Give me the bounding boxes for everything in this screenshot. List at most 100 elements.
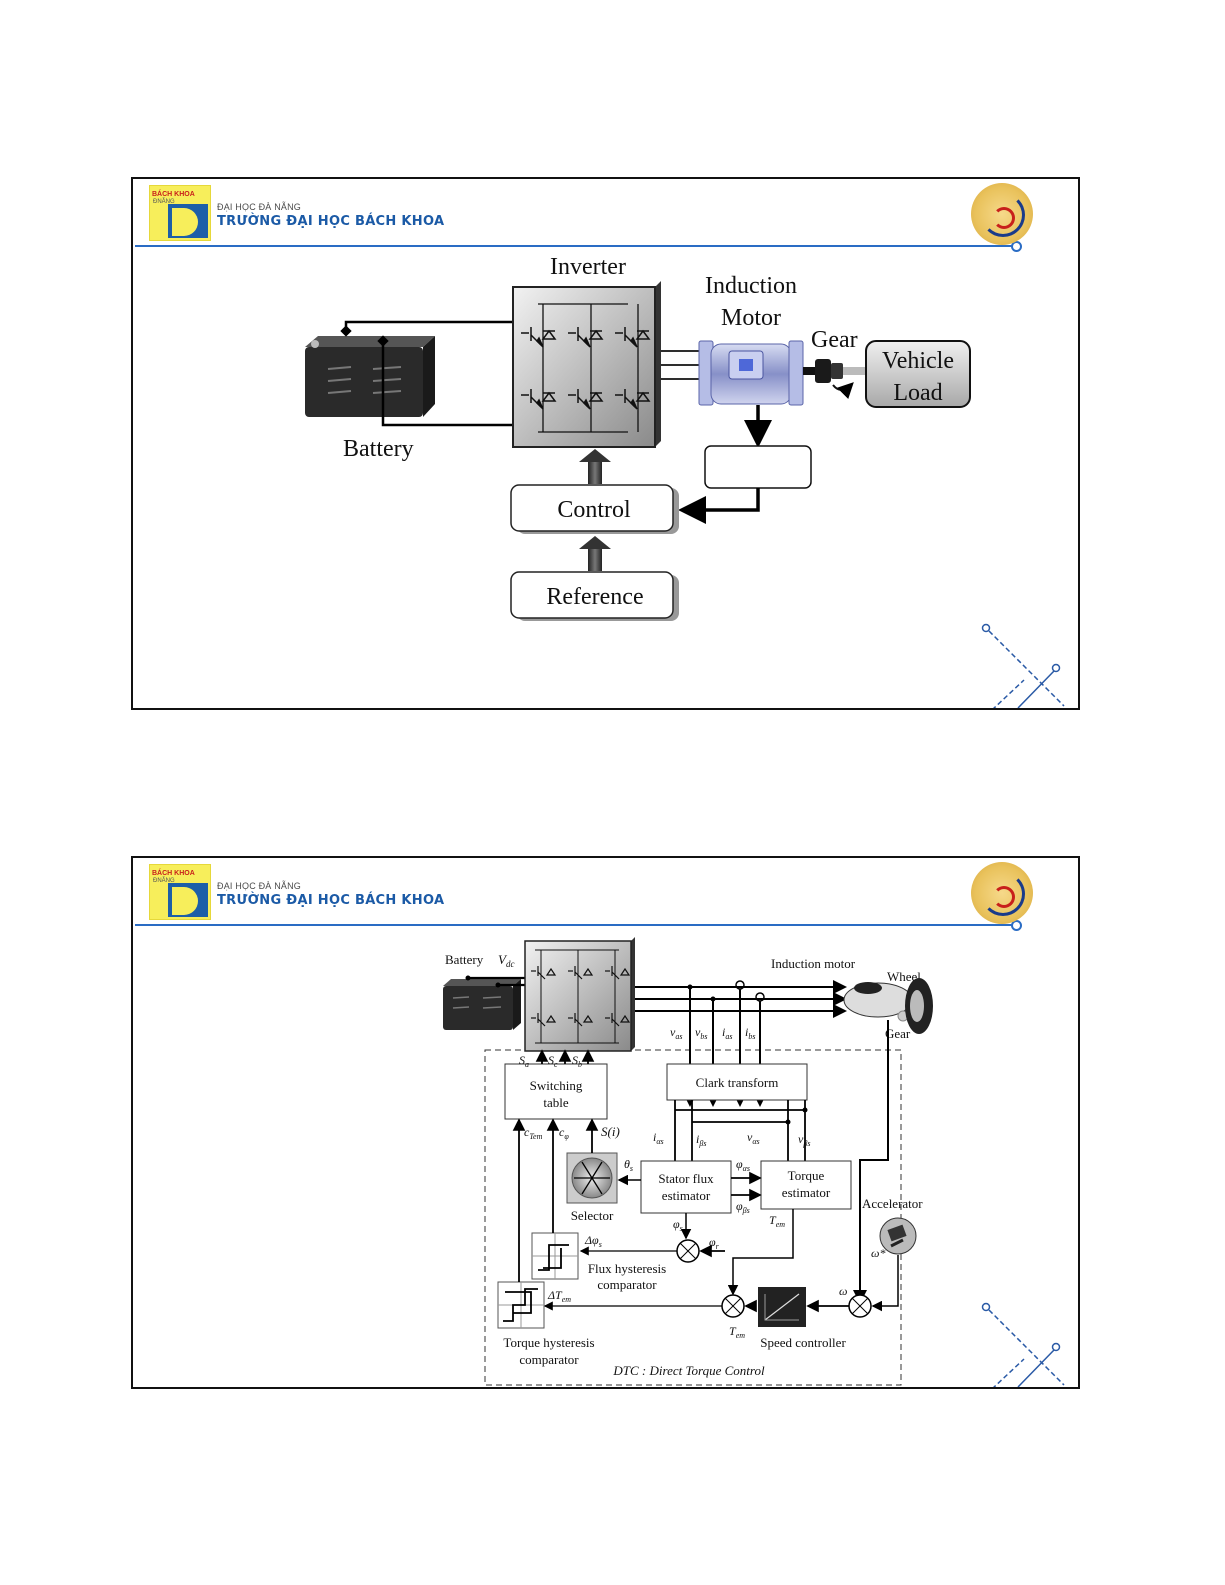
inverter-block: [524, 937, 635, 1052]
torque-summing-junction-icon: [721, 1294, 745, 1318]
svg-text:vas: vas: [670, 1025, 682, 1041]
svg-text:estimator: estimator: [782, 1185, 831, 1200]
torque-hysteresis-comparator-icon: [497, 1281, 545, 1329]
flux-hysteresis-label-1: Flux hysteresis: [588, 1261, 666, 1276]
gear-label: Gear: [811, 327, 858, 353]
university-name: ĐẠI HỌC ĐÀ NẴNG: [217, 881, 302, 891]
svg-text:Sa: Sa: [519, 1053, 529, 1069]
accelerator-pedal-icon: [879, 1217, 917, 1255]
svg-text:Stator flux: Stator flux: [658, 1171, 714, 1186]
wheel-icon: [905, 978, 933, 1034]
flux-summing-junction-icon: [676, 1239, 700, 1263]
induction-motor-label: Induction motor: [771, 956, 856, 971]
inverter-control-arrow-icon: [579, 449, 611, 484]
svg-text:vβs: vβs: [798, 1132, 810, 1148]
svg-text:ω*: ω*: [871, 1246, 885, 1260]
svg-text:vbs: vbs: [695, 1025, 707, 1041]
school-name: TRƯỜNG ĐẠI HỌC BÁCH KHOA: [217, 893, 445, 908]
inverter-block: [512, 281, 661, 448]
school-logo: BÁCH KHOA ĐNẴNG: [149, 864, 211, 920]
svg-text:iβs: iβs: [696, 1132, 706, 1148]
corner-decoration-icon: [981, 623, 1065, 708]
svg-text:Sb: Sb: [572, 1053, 582, 1069]
battery-icon: [443, 979, 521, 1030]
svg-text:θs: θs: [624, 1157, 633, 1173]
motor-label-2: Motor: [721, 305, 781, 331]
svg-text:Tem: Tem: [729, 1324, 745, 1340]
corner-decoration-icon: [981, 1302, 1065, 1387]
svg-text:Clark transform: Clark transform: [696, 1075, 779, 1090]
university-seal-icon: [971, 862, 1033, 924]
induction-motor-icon: [843, 982, 913, 1022]
slide-1: BÁCH KHOA ĐNẴNG ĐẠI HỌC ĐÀ NẴNG TRƯỜNG Đ…: [131, 177, 1080, 710]
sector-selector-icon: [566, 1152, 618, 1204]
svg-text:S(i): S(i): [601, 1124, 620, 1139]
dtc-diagram: Battery Vdc: [443, 937, 933, 1386]
svg-text:φβs: φβs: [736, 1199, 750, 1215]
svg-text:φαs: φαs: [736, 1157, 750, 1173]
torque-estimator-block: Torque estimator: [760, 1160, 852, 1210]
header-divider-dot: [1011, 920, 1022, 931]
header-divider: [135, 924, 1015, 926]
school-logo: BÁCH KHOA ĐNẴNG: [149, 185, 211, 241]
speed-controller-label: Speed controller: [760, 1335, 846, 1350]
svg-text:Δφs: Δφs: [584, 1233, 602, 1249]
svg-text:Vdc: Vdc: [498, 952, 514, 969]
svg-text:ω: ω: [839, 1284, 847, 1298]
header-divider-dot: [1011, 241, 1022, 252]
igbt-switch-icons: [521, 327, 651, 410]
dtc-caption: DTC : Direct Torque Control: [612, 1363, 765, 1378]
clark-transform-block: Clark transform: [666, 1063, 808, 1101]
vehicle-load-block: Vehicle Load: [865, 340, 971, 408]
svg-text:Control: Control: [557, 497, 631, 523]
wheel-label: Wheel: [887, 969, 921, 984]
svg-text:table: table: [543, 1095, 568, 1110]
control-block: Control: [510, 484, 679, 534]
svg-text:Load: Load: [893, 380, 942, 406]
battery-label: Battery: [445, 952, 484, 967]
svg-text:Switching: Switching: [530, 1078, 583, 1093]
svg-text:ibs: ibs: [745, 1025, 755, 1041]
svg-text:φs: φs: [673, 1217, 683, 1233]
university-seal-icon: [971, 183, 1033, 245]
speed-controller-icon: [758, 1287, 806, 1327]
motor-label-1: Induction: [705, 273, 797, 299]
torque-hysteresis-label-2: comparator: [519, 1352, 579, 1367]
slide-2: BÁCH KHOA ĐNẴNG ĐẠI HỌC ĐÀ NẴNG TRƯỜNG Đ…: [131, 856, 1080, 1389]
svg-text:Reference: Reference: [546, 584, 643, 610]
svg-text:Tem: Tem: [769, 1213, 785, 1229]
speed-summing-junction-icon: [848, 1294, 872, 1318]
svg-text:Vehicle: Vehicle: [882, 348, 954, 374]
svg-text:iαs: iαs: [653, 1130, 664, 1146]
switching-table-block: Switching table: [504, 1063, 608, 1120]
svg-text:estimator: estimator: [662, 1188, 711, 1203]
battery-icon: [305, 336, 435, 417]
reference-control-arrow-icon: [579, 536, 611, 571]
torque-hysteresis-label-1: Torque hysteresis: [503, 1335, 594, 1350]
accelerator-label: Accelerator: [862, 1196, 923, 1211]
selector-label: Selector: [571, 1208, 614, 1223]
svg-text:vαs: vαs: [747, 1130, 760, 1146]
sensor-block: [704, 445, 812, 489]
gear-label: Gear: [885, 1026, 911, 1041]
gear-icon: [803, 359, 865, 400]
dtc-boundary: [484, 1049, 902, 1386]
svg-text:ias: ias: [722, 1025, 732, 1041]
battery-label: Battery: [343, 436, 414, 462]
inverter-label: Inverter: [550, 254, 626, 280]
flux-hysteresis-comparator-icon: [531, 1232, 579, 1280]
stator-flux-estimator-block: Stator flux estimator: [640, 1160, 732, 1214]
header-divider: [135, 245, 1015, 247]
university-name: ĐẠI HỌC ĐÀ NẴNG: [217, 202, 302, 212]
svg-text:Torque: Torque: [788, 1168, 825, 1183]
reference-block: Reference: [510, 571, 679, 621]
flux-hysteresis-label-2: comparator: [597, 1277, 657, 1292]
svg-text:Sc: Sc: [548, 1053, 558, 1069]
svg-text:cφ: cφ: [559, 1125, 569, 1141]
svg-text:φr: φr: [709, 1235, 720, 1251]
ev-drive-diagram: Battery Inverter Induction Motor: [305, 254, 971, 621]
school-name: TRƯỜNG ĐẠI HỌC BÁCH KHOA: [217, 214, 445, 229]
induction-motor-icon: [698, 340, 804, 406]
svg-text:cTem: cTem: [524, 1125, 543, 1141]
svg-text:ΔTem: ΔTem: [547, 1288, 571, 1304]
